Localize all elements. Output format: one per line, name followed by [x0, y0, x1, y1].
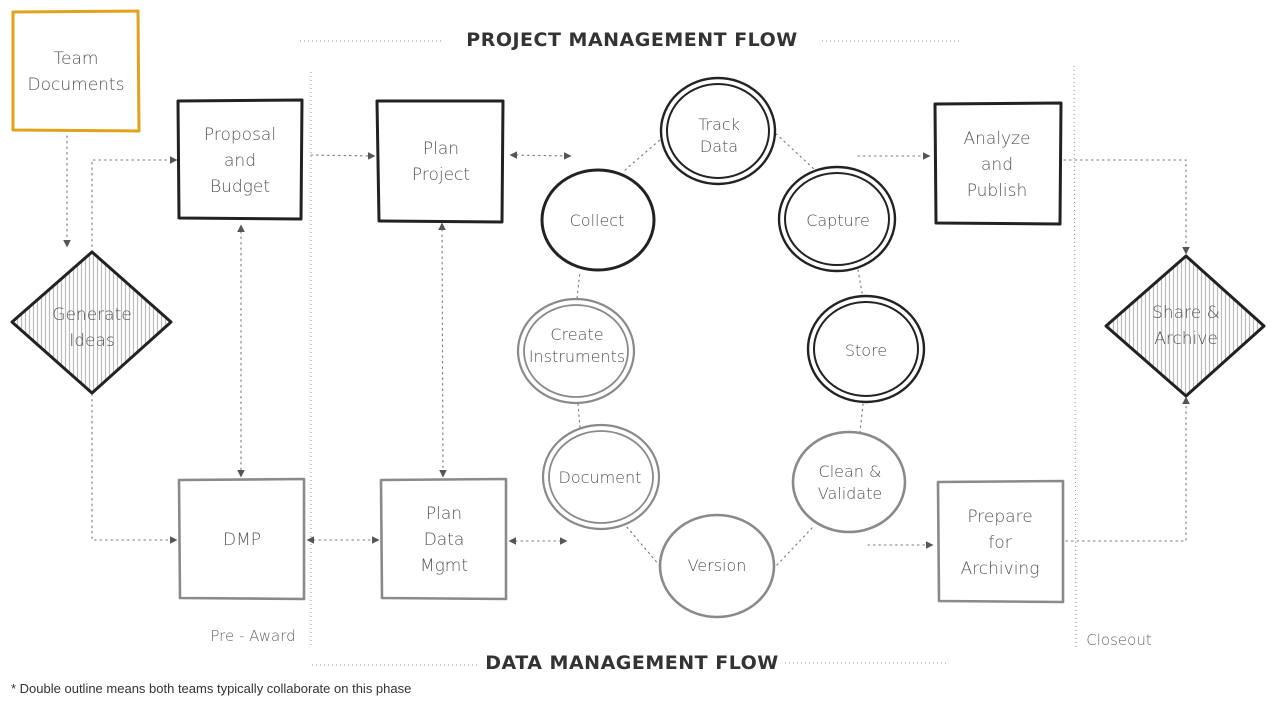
plan-data-mgmt-line2: Data [424, 530, 465, 550]
plan-project-line1: Plan [423, 139, 459, 159]
cycle-link-document-create [577, 403, 581, 429]
document-node[interactable]: Document [541, 423, 661, 531]
create-instruments-inner-ring [523, 304, 629, 398]
clean-validate-node[interactable]: Clean & Validate [791, 430, 907, 534]
share-archive-node[interactable]: Share & Archive [1104, 254, 1266, 398]
connectors [63, 135, 1190, 549]
proposal-budget-line3: Budget [210, 177, 270, 197]
connector-ideas-to-dmp [91, 393, 178, 544]
collect-ring [540, 168, 656, 272]
prepare-archiving-line1: Prepare [967, 507, 1032, 527]
prepare-archiving-line2: for [988, 533, 1011, 553]
capture-label: Capture [806, 211, 870, 230]
create-instruments-node[interactable]: Create Instruments [516, 297, 636, 405]
proposal-budget-node[interactable]: Proposal and Budget [176, 98, 304, 221]
generate-ideas-line1: Generate [52, 305, 131, 325]
store-outer-ring [806, 294, 926, 404]
track-data-outer-ring [659, 76, 777, 186]
cycle-link-version-document [625, 525, 661, 567]
team-documents-line2: Documents [28, 75, 125, 95]
team-documents-node[interactable]: Team Documents [11, 9, 141, 133]
capture-inner-ring [784, 172, 890, 266]
data-flow-heading: DATA MANAGEMENT FLOW [485, 652, 778, 674]
clean-validate-line1: Clean & [819, 462, 882, 481]
analyze-publish-line1: Analyze [964, 129, 1031, 149]
proposal-budget-line2: and [224, 151, 256, 171]
document-inner-ring [548, 430, 654, 524]
connector-plan-to-cycle [509, 151, 572, 160]
closeout-label: Closeout [1086, 631, 1152, 649]
share-archive-line1: Share & [1152, 303, 1220, 323]
connector-proposal-to-plan [310, 152, 376, 160]
cycle-link-track-capture [771, 129, 816, 171]
plan-data-mgmt-line1: Plan [426, 504, 462, 524]
generate-ideas-diamond [10, 250, 173, 395]
prepare-archiving-node[interactable]: Prepare for Archiving [936, 479, 1065, 604]
connector-prepare-to-share [1065, 396, 1190, 542]
version-ring [658, 513, 776, 619]
pre-award-label: Pre - Award [210, 627, 295, 645]
capture-node[interactable]: Capture [777, 165, 897, 273]
plan-project-box [375, 99, 505, 224]
connector-ideas-to-proposal [91, 156, 178, 253]
plan-data-mgmt-node[interactable]: Plan Data Mgmt [379, 477, 508, 601]
store-node[interactable]: Store [806, 294, 926, 404]
analyze-publish-line3: Publish [967, 181, 1028, 201]
connector-plan-project-data [438, 222, 447, 478]
track-data-node[interactable]: Track Data [659, 76, 777, 186]
team-documents-line1: Team [54, 49, 99, 69]
store-inner-ring [813, 301, 919, 397]
closeout-divider [1073, 65, 1077, 651]
generate-ideas-node[interactable]: Generate Ideas [10, 250, 173, 395]
plan-project-node[interactable]: Plan Project [375, 99, 505, 224]
version-node[interactable]: Version [658, 513, 776, 619]
version-label: Version [688, 556, 747, 575]
track-data-line1: Track [698, 115, 740, 134]
analyze-publish-node[interactable]: Analyze and Publish [933, 101, 1063, 226]
collect-label: Collect [570, 211, 625, 230]
cycle-link-store-clean [859, 403, 864, 433]
share-archive-line2: Archive [1154, 329, 1218, 349]
connector-analyze-to-share [1063, 159, 1190, 255]
dmp-box [177, 477, 306, 601]
team-documents-box [11, 9, 141, 133]
cycle-link-capture-store [857, 269, 864, 299]
dmp-node[interactable]: DMP [177, 477, 306, 601]
capture-outer-ring [777, 165, 897, 273]
cycle-link-collect-track [624, 132, 669, 171]
track-data-inner-ring [666, 83, 770, 179]
dmp-label: DMP [223, 530, 261, 550]
collect-node[interactable]: Collect [540, 168, 656, 272]
share-archive-diamond [1104, 254, 1266, 398]
generate-ideas-line2: Ideas [69, 331, 115, 351]
plan-data-mgmt-box [379, 477, 508, 601]
cycle-links [576, 129, 864, 567]
document-label: Document [559, 468, 642, 487]
proposal-budget-box [176, 98, 304, 221]
prepare-archiving-line3: Archiving [961, 559, 1040, 579]
clean-validate-ring [791, 430, 907, 534]
footnote: * Double outline means both teams typica… [11, 681, 411, 696]
create-instruments-outer-ring [516, 297, 636, 405]
proposal-budget-line1: Proposal [204, 125, 276, 145]
track-data-line2: Data [700, 137, 738, 156]
cycle-link-clean-version [775, 527, 813, 567]
prepare-archiving-box [936, 479, 1065, 604]
document-outer-ring [541, 423, 661, 531]
analyze-publish-box [933, 101, 1063, 226]
cycle-link-create-collect [576, 271, 581, 299]
clean-validate-line2: Validate [818, 484, 882, 503]
create-instruments-line2: Instruments [529, 347, 625, 366]
store-label: Store [845, 341, 887, 360]
plan-project-line2: Project [412, 165, 470, 185]
project-flow-heading: PROJECT MANAGEMENT FLOW [466, 29, 797, 51]
create-instruments-line1: Create [550, 325, 603, 344]
plan-data-mgmt-line3: Mgmt [420, 556, 468, 576]
analyze-publish-line2: and [981, 155, 1013, 175]
